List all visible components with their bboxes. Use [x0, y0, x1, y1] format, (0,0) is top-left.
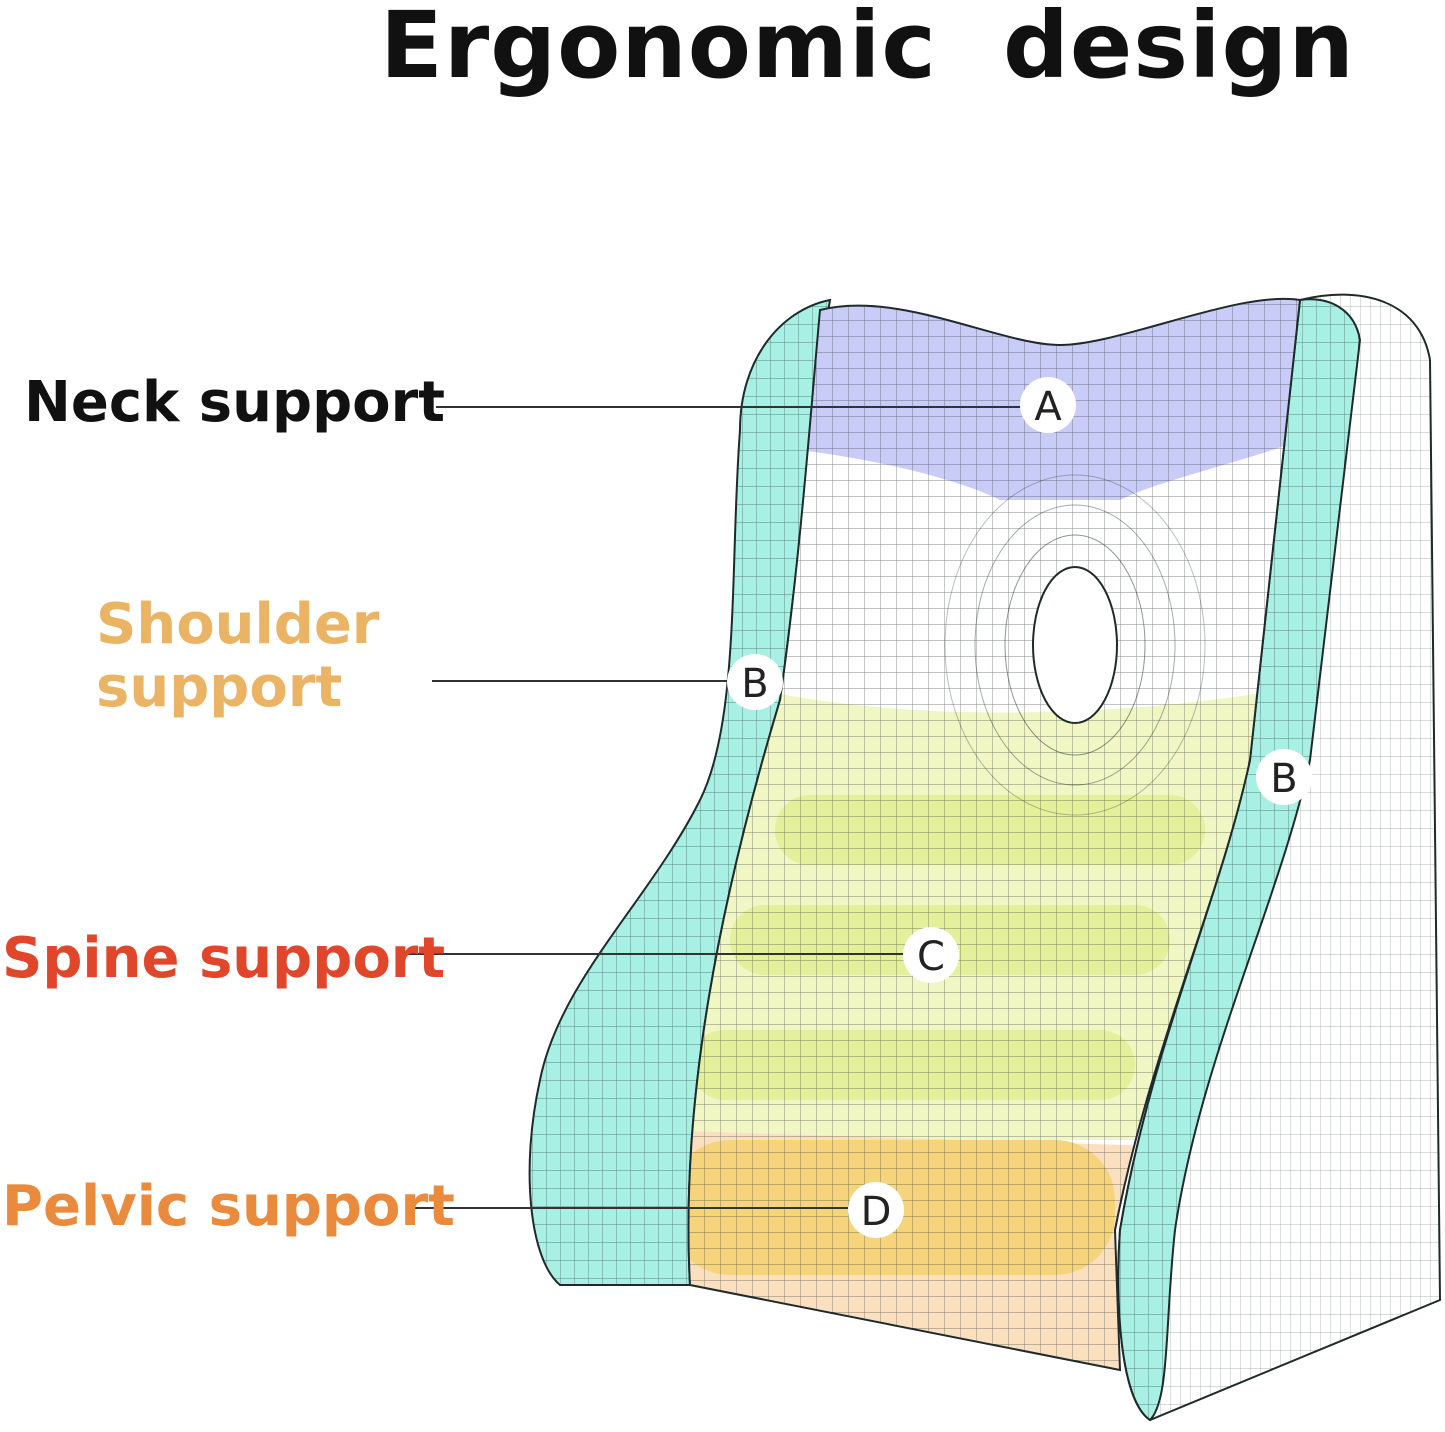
neck-hole — [1032, 566, 1118, 724]
svg-text:D: D — [861, 1189, 892, 1235]
svg-text:B: B — [741, 661, 768, 707]
spine-support-label: Spine support — [2, 926, 446, 991]
pelvic-support-label: Pelvic support — [2, 1174, 455, 1239]
shoulder-label-line-1: Shoulder — [96, 592, 380, 657]
neck-support-label: Neck support — [24, 370, 446, 435]
page-title: Ergonomic design — [380, 0, 1355, 99]
shoulder-support-label: Shoulder support — [96, 592, 380, 720]
svg-text:C: C — [917, 934, 945, 980]
svg-text:A: A — [1034, 384, 1062, 430]
marker-a: A — [1020, 377, 1076, 433]
marker-b-right: B — [1256, 749, 1312, 805]
marker-b-left: B — [727, 654, 783, 710]
shoulder-label-line-2: support — [96, 654, 343, 720]
svg-text:B: B — [1270, 756, 1297, 802]
marker-d: D — [848, 1182, 904, 1238]
marker-c: C — [903, 927, 959, 983]
